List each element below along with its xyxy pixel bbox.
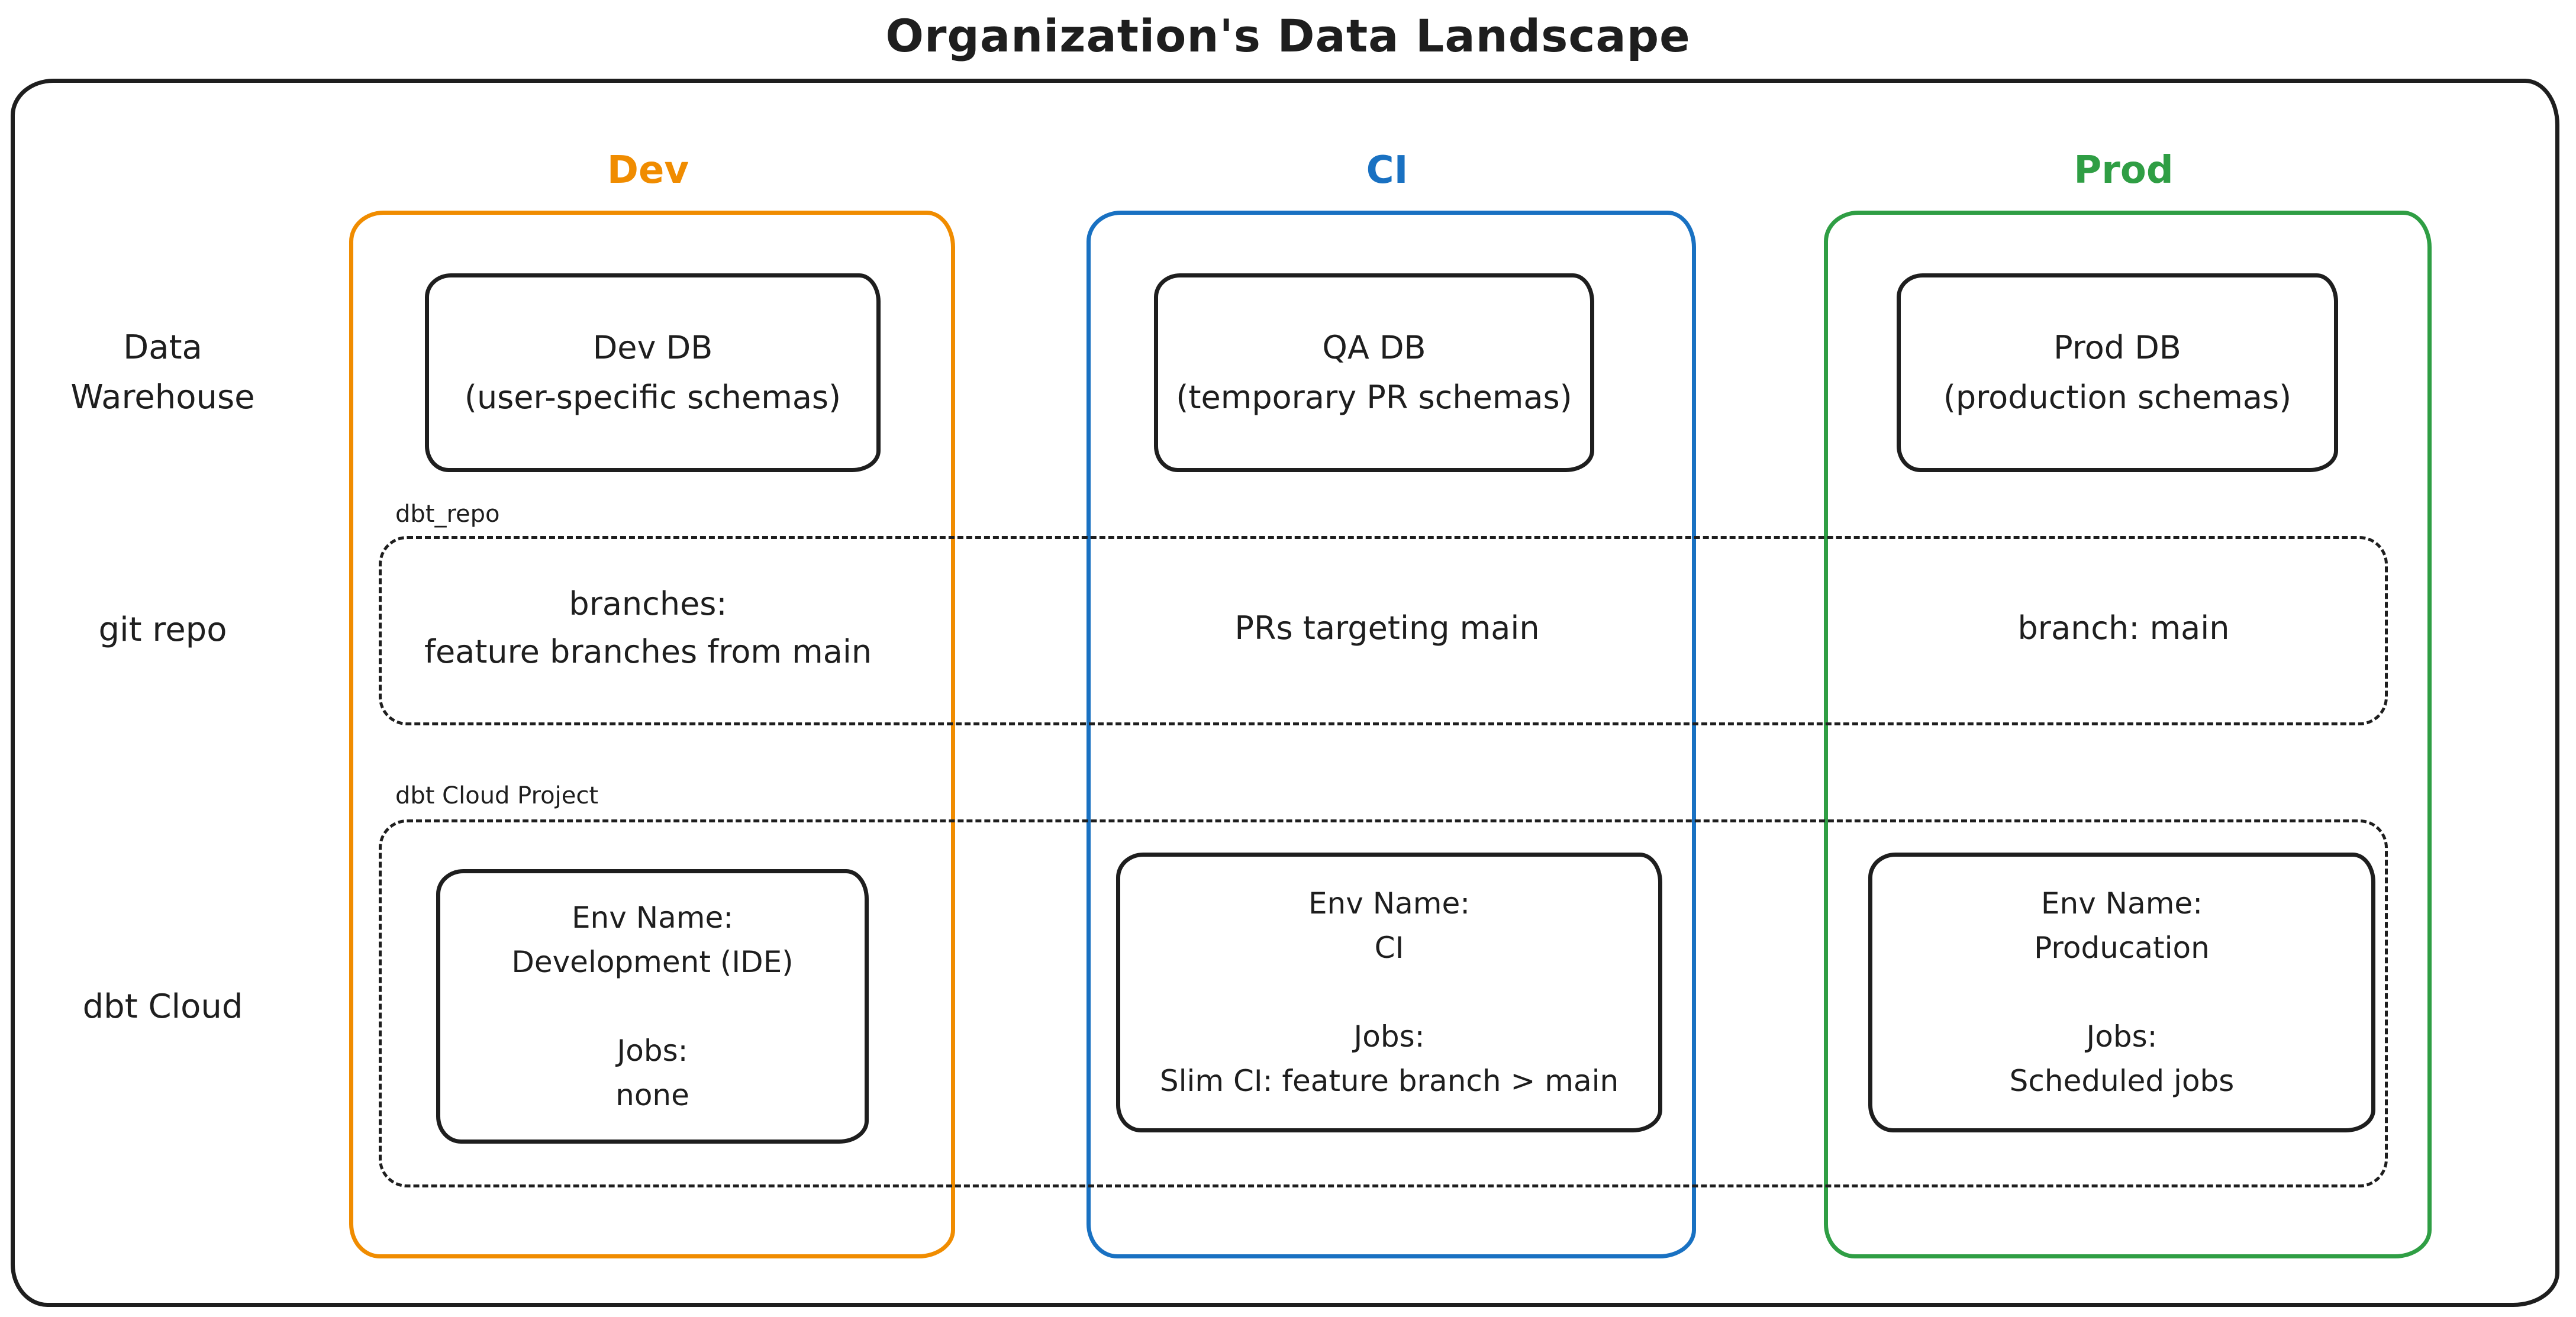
dbt-repo-band-label: dbt_repo bbox=[395, 501, 500, 528]
ci-environment-box bbox=[1087, 211, 1696, 1258]
dev-db-box: Dev DB (user-specific schemas) bbox=[425, 273, 881, 472]
ci-git-prs-text: PRs targeting main bbox=[1234, 609, 1540, 647]
dev-git-branches-text: branches: feature branches from main bbox=[424, 585, 872, 670]
prod-git-branch-text: branch: main bbox=[2017, 609, 2230, 647]
dbt-cloud-project-band-label: dbt Cloud Project bbox=[395, 782, 599, 809]
diagram-title: Organization's Data Landscape bbox=[885, 9, 1691, 62]
column-header-prod: Prod bbox=[2074, 149, 2174, 192]
column-header-ci: CI bbox=[1366, 149, 1408, 192]
column-header-dev: Dev bbox=[607, 149, 689, 192]
row-label-data-warehouse: Data Warehouse bbox=[70, 328, 255, 417]
dev-environment-box bbox=[349, 211, 955, 1258]
row-label-dbt-cloud: dbt Cloud bbox=[82, 987, 243, 1026]
row-label-git-repo: git repo bbox=[98, 611, 227, 649]
prod-dbt-env-box: Env Name: Producation Jobs: Scheduled jo… bbox=[1868, 853, 2375, 1132]
prod-environment-box bbox=[1824, 211, 2432, 1258]
dbt-repo-band bbox=[379, 536, 2388, 725]
landscape-outer-frame bbox=[11, 79, 2559, 1307]
dev-dbt-env-box: Env Name: Development (IDE) Jobs: none bbox=[436, 869, 869, 1144]
ci-dbt-env-box: Env Name: CI Jobs: Slim CI: feature bran… bbox=[1116, 853, 1662, 1132]
qa-db-box: QA DB (temporary PR schemas) bbox=[1154, 273, 1594, 472]
dbt-cloud-project-band bbox=[379, 819, 2388, 1187]
prod-db-box: Prod DB (production schemas) bbox=[1897, 273, 2338, 472]
